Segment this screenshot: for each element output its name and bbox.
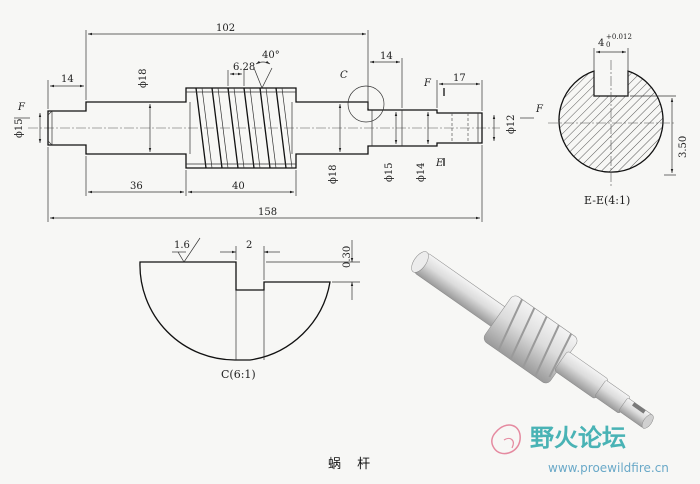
detail-c-circle — [347, 85, 385, 123]
detail-c-outline — [139, 261, 331, 361]
dim-groove-width: 2 — [246, 240, 252, 251]
dim-keyway-depth: 3.50 — [678, 136, 689, 158]
dim-groove-depth: 0.30 — [342, 246, 353, 268]
detail-c-caption: C(6:1) — [221, 368, 256, 381]
shaft-outline — [47, 87, 483, 169]
dim-pitch: 6.28 — [233, 62, 255, 73]
dim-dia-12: ϕ12 — [506, 114, 517, 134]
section-f-left: F — [17, 102, 26, 113]
roughness-value: 1.6 — [174, 240, 190, 251]
dim-dia-18-left: ϕ18 — [138, 68, 149, 88]
watermark-url: www.proewildfire.cn — [548, 461, 669, 475]
dim-total-length: 158 — [258, 207, 277, 218]
dim-right-end-length: 17 — [453, 73, 466, 84]
section-f-right: F — [535, 104, 544, 115]
shaft-main-view: C — [28, 70, 500, 169]
roughness-symbol — [177, 237, 201, 263]
dim-seg-40: 40 — [232, 181, 245, 192]
watermark-site-name: 野火论坛 — [530, 424, 626, 452]
dim-dia-18-right: ϕ18 — [328, 164, 339, 184]
section-e-marker: E — [435, 158, 444, 169]
watermark-logo-icon — [491, 424, 521, 455]
dim-dia-14: ϕ14 — [416, 162, 427, 182]
dim-seg-36: 36 — [130, 181, 143, 192]
dim-dia-15-left: ϕ15 — [14, 118, 25, 138]
dim-dia-15-right: ϕ15 — [384, 162, 395, 182]
part-title: 蜗 杆 — [328, 456, 376, 472]
worm-3d-render — [411, 251, 654, 429]
watermark: 野火论坛 www.proewildfire.cn — [491, 424, 669, 475]
section-f-top: F — [423, 78, 432, 89]
detail-c-view: 2 0.30 1.6 C(6:1) — [139, 237, 360, 381]
section-e-caption: E-E(4:1) — [584, 194, 630, 207]
worm-thread — [186, 87, 296, 169]
dim-right-shoulder: 14 — [380, 51, 393, 62]
section-e-view: 4 +0.012 0 3.50 E-E(4:1) — [548, 33, 689, 207]
dim-angle: 40° — [262, 50, 280, 61]
main-view-dimensions: 102 14 14 17 F F F E 6.28 40° — [14, 23, 544, 222]
dim-left-shoulder: 14 — [61, 74, 74, 85]
dim-keyway-tol-upper: +0.012 — [606, 33, 632, 41]
dim-overall-length: 102 — [216, 23, 235, 34]
dim-keyway-tol-lower: 0 — [606, 41, 610, 49]
dim-keyway-width: 4 — [598, 38, 604, 49]
detail-c-marker: C — [340, 70, 348, 81]
